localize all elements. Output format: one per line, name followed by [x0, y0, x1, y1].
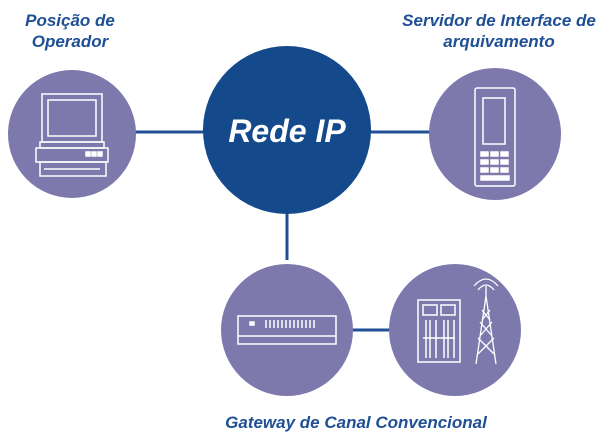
hub-node: [203, 46, 371, 214]
server-tower-icon: [474, 87, 516, 187]
operator-caption-line1: Posição de: [25, 11, 115, 30]
antenna-tower-icon: [473, 278, 499, 365]
gateway-caption: Gateway de Canal Convencional: [225, 413, 487, 432]
computer-monitor-icon: [35, 93, 109, 177]
gateway-device-icon: [237, 315, 337, 345]
server-caption-line1: Servidor de Interface de: [402, 11, 596, 30]
operator-caption: Posição de Operador: [10, 10, 130, 52]
radio-node: [389, 264, 521, 396]
operator-caption-line2: Operador: [31, 32, 109, 51]
server-caption: Servidor de Interface de arquivamento: [388, 10, 610, 52]
server-caption-line2: arquivamento: [443, 32, 555, 51]
hub-label: Rede IP: [228, 113, 346, 149]
server-node: [429, 68, 561, 200]
operator-node: [8, 70, 136, 198]
gateway-node: [221, 264, 353, 396]
radio-rack-icon: [417, 299, 461, 363]
